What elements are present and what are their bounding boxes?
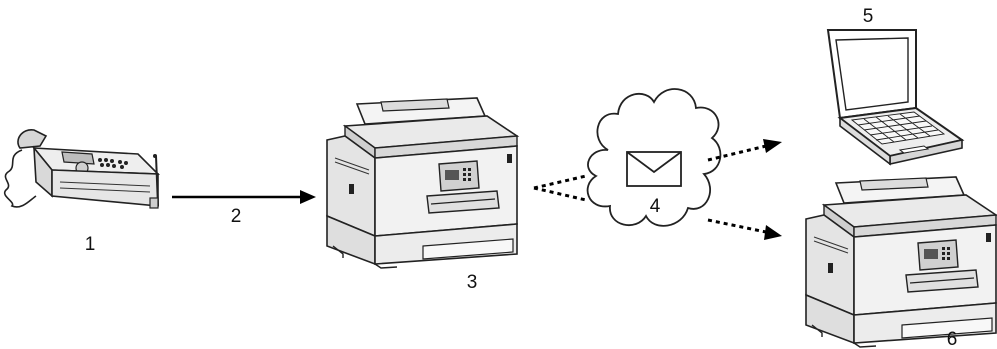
label-internet-cloud: 4 bbox=[650, 196, 661, 217]
dotted-link-printer-to-cloud bbox=[533, 174, 587, 202]
label-computer: 5 bbox=[863, 6, 874, 27]
dotted-arrow-to-forwarding-machine bbox=[707, 218, 782, 240]
label-fax-transmission: 2 bbox=[231, 206, 242, 227]
fax-transmission-arrow bbox=[172, 190, 316, 204]
forwarding-printer-icon bbox=[805, 176, 997, 348]
envelope-icon bbox=[626, 151, 682, 187]
label-receiving-machine: 3 bbox=[467, 272, 478, 293]
label-forwarding-machine: 6 bbox=[947, 329, 958, 349]
laptop-icon bbox=[826, 29, 965, 166]
label-fax-machine: 1 bbox=[85, 234, 96, 255]
fax-machine-icon bbox=[3, 129, 161, 209]
dotted-arrow-to-computer bbox=[707, 139, 782, 162]
receiving-printer-icon bbox=[326, 97, 518, 269]
